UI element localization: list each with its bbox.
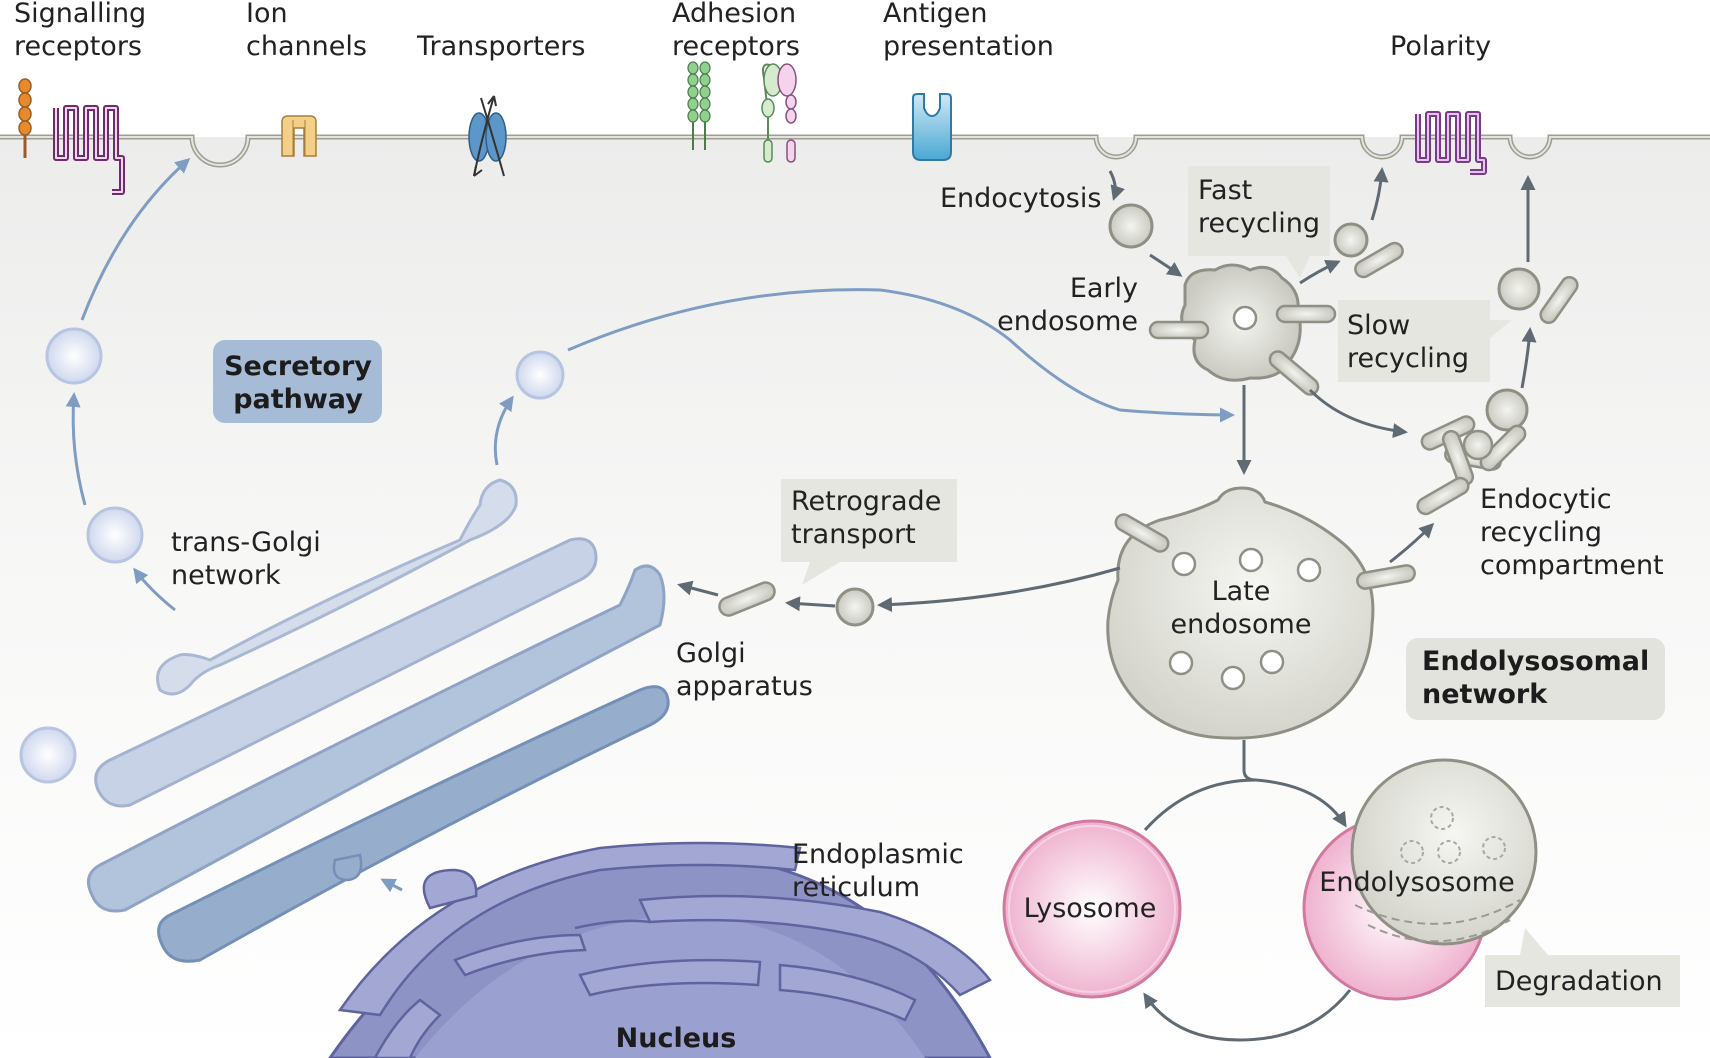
lysosome-label: Lysosome <box>1024 893 1157 924</box>
degradation-cargo <box>1482 836 1506 860</box>
trans-golgi-label-1: trans-Golgi <box>171 527 321 558</box>
fast-recycling-label-2: recycling <box>1198 208 1320 239</box>
slow-recycling-label-2: recycling <box>1347 343 1469 374</box>
transporters-label: Transporters <box>416 31 585 62</box>
late-endosome-label-1: Late <box>1212 576 1271 607</box>
endocytic-vesicle <box>1108 203 1154 249</box>
trans-golgi-cisterna <box>156 478 518 696</box>
signalling-receptors-label-1: Signalling <box>14 0 146 29</box>
lysosome-reformation-arrow <box>1143 989 1352 1042</box>
golgi-cisterna-2 <box>94 537 598 808</box>
retrograde-arrow <box>877 566 1121 613</box>
degradation-cargo <box>1437 840 1461 864</box>
to-early-endosome-arrow <box>1149 253 1183 277</box>
retrograde-tubule <box>718 581 776 617</box>
golgi-cisterna-3 <box>86 564 666 913</box>
to-recycling-compartment-arrow <box>1308 388 1408 439</box>
endolysosome <box>1350 758 1538 946</box>
retrograde-vesicle <box>835 587 875 627</box>
mhc-molecule-icon <box>912 93 952 161</box>
endocytic-recycling-label-3: compartment <box>1480 550 1664 581</box>
lysosome-fusion-arrow <box>1143 778 1257 832</box>
secretory-arrow <box>65 392 87 506</box>
er-label-2: reticulum <box>792 872 920 903</box>
fast-recycling-arrow <box>1299 260 1341 285</box>
secretory-to-endosome-arrow <box>567 288 1235 423</box>
endolysosome-label: Endolysosome <box>1319 867 1514 898</box>
slow-recycling-arrow <box>1520 327 1537 389</box>
ion-channel-icon <box>281 115 317 157</box>
late-endosome <box>1106 486 1375 740</box>
retrograde-transport-label-1: Retrograde <box>791 486 941 517</box>
retrograde-arrow <box>677 580 719 597</box>
lysosome <box>1002 819 1182 999</box>
retrograde-transport-label-2: transport <box>791 519 916 550</box>
recycling-vesicle <box>1485 388 1529 432</box>
er-cisterna-2 <box>638 894 992 997</box>
late-to-endolysosome-arrow <box>1242 740 1347 828</box>
secretory-pathway-label-1: Secretory <box>224 351 372 382</box>
endocytosis-label: Endocytosis <box>940 183 1101 214</box>
degradation-callout <box>1485 928 1680 1007</box>
endocytic-recycling-compartment <box>1416 415 1527 516</box>
trans-golgi-label-2: network <box>171 560 281 591</box>
antigen-presentation-label-2: presentation <box>883 31 1054 62</box>
retrograde-transport-callout <box>781 479 957 585</box>
retrograde-arrow <box>785 596 836 612</box>
golgi-apparatus-label-2: apparatus <box>676 671 813 702</box>
degradation-cargo <box>1430 806 1454 830</box>
late-to-recycling-arrow <box>1389 522 1435 564</box>
cis-golgi-cisterna <box>157 685 670 963</box>
early-endosome-label-1: Early <box>1070 273 1138 304</box>
fast-recycling-arrow <box>1370 167 1389 221</box>
secretory-pathway-label-2: pathway <box>233 384 363 415</box>
adhesion-receptors-label-1: Adhesion <box>672 0 796 29</box>
recycling-vesicle <box>1497 267 1541 311</box>
cadherin-receptor-icon <box>761 63 797 163</box>
integrin-receptor-icon <box>687 61 711 150</box>
nucleus-label: Nucleus <box>616 1023 737 1054</box>
late-endosome-label-2: endosome <box>1171 609 1312 640</box>
secretory-arrow <box>493 395 514 466</box>
endocytic-recycling-label-1: Endocytic <box>1480 484 1612 515</box>
secretory-vesicle <box>19 726 77 784</box>
adhesion-receptors-label-2: receptors <box>672 31 800 62</box>
slow-recycling-label-1: Slow <box>1347 310 1410 341</box>
slow-recycling-callout <box>1338 300 1512 382</box>
polarity-label: Polarity <box>1390 31 1491 62</box>
early-endosome-label-2: endosome <box>997 306 1138 337</box>
ion-channels-label-1: Ion <box>246 0 288 29</box>
secretory-arrow <box>80 158 191 321</box>
degradation-label: Degradation <box>1495 966 1663 997</box>
endocytic-recycling-label-2: recycling <box>1480 517 1602 548</box>
secretory-vesicle <box>86 506 144 564</box>
er-cisterna <box>337 841 802 1017</box>
degradation-cargo <box>1400 840 1424 864</box>
fast-recycling-label-1: Fast <box>1198 175 1252 206</box>
recycling-vesicle <box>1333 222 1369 258</box>
secretory-vesicle <box>515 350 565 400</box>
endolysosomal-network-label-1: Endolysosomal <box>1422 646 1649 677</box>
endolysosomal-network-box <box>1406 638 1665 720</box>
endocytosis-arrow <box>1108 170 1125 201</box>
endolysosomal-network-label-2: network <box>1422 679 1548 710</box>
fast-recycling-callout <box>1188 166 1330 278</box>
signalling-receptor-icon <box>18 78 32 158</box>
secretory-pathway-box <box>213 340 382 423</box>
secretory-arrow <box>133 567 176 612</box>
antigen-presentation-label-1: Antigen <box>883 0 988 29</box>
signalling-receptors-label-2: receptors <box>14 31 142 62</box>
ion-channels-label-2: channels <box>246 31 367 62</box>
er-label-1: Endoplasmic <box>792 839 964 870</box>
transporter-icon <box>468 95 507 177</box>
golgi-apparatus-label-1: Golgi <box>676 638 746 669</box>
secretory-vesicle <box>45 327 103 385</box>
